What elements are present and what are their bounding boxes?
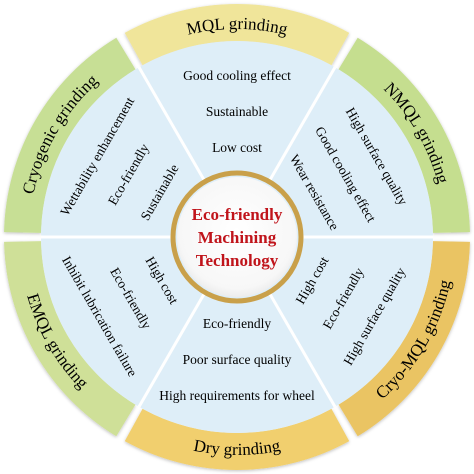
center-ring xyxy=(170,170,304,304)
sector-item: High requirements for wheel xyxy=(159,388,315,403)
sector-dividers xyxy=(41,66,433,408)
center-title-line-2: Machining xyxy=(198,228,277,247)
center-disc xyxy=(177,177,297,297)
outer-ring xyxy=(4,3,470,470)
sector-item: Good cooling effect xyxy=(183,68,291,83)
sector-divider xyxy=(268,293,337,408)
sector-divider xyxy=(137,293,206,408)
sector-divider xyxy=(268,66,337,181)
sector-item: Eco-friendly xyxy=(203,316,271,331)
center-badge: Eco-friendly Machining Technology xyxy=(170,170,304,304)
band-segment-6 xyxy=(4,37,136,233)
sector-divider xyxy=(137,66,206,181)
band-segment-2 xyxy=(338,37,470,233)
sector-item: Poor surface quality xyxy=(183,352,292,367)
band-segment-1 xyxy=(124,3,350,66)
ring-label-text: Dry grinding xyxy=(192,436,282,459)
sector-item: Low cost xyxy=(212,140,262,155)
ring-label-4: Dry grinding xyxy=(192,436,282,459)
band-segment-4 xyxy=(124,408,350,470)
band-segment-3 xyxy=(338,241,470,437)
band-segment-5 xyxy=(4,241,136,437)
center-title-line-3: Technology xyxy=(196,251,279,270)
sector-item: Sustainable xyxy=(206,104,268,119)
center-title-line-1: Eco-friendly xyxy=(192,205,283,224)
